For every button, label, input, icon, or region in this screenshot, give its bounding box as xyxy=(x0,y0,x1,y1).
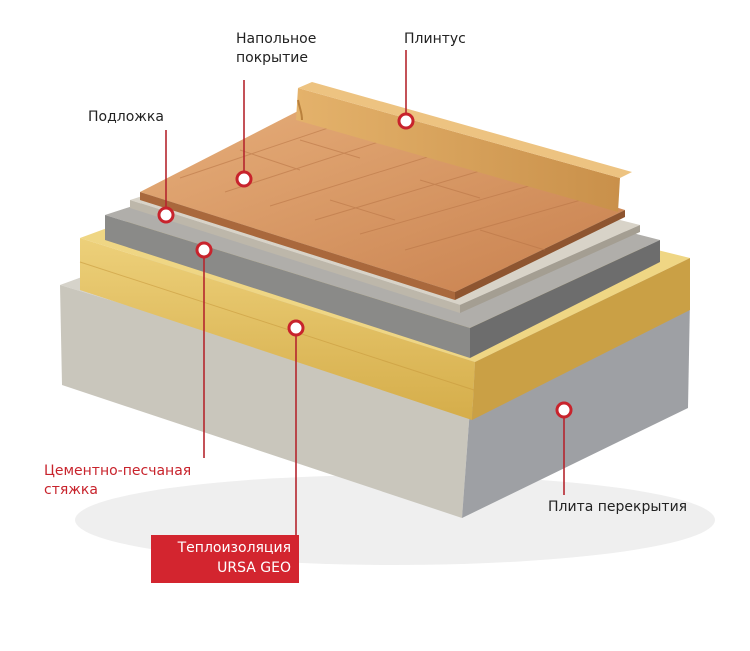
label-plintus: Плинтус xyxy=(404,31,466,47)
label-napolnoe-line2: покрытие xyxy=(236,50,308,66)
label-teploizolyaciya-box: Теплоизоляция URSA GEO xyxy=(151,535,299,583)
parquet-flooring xyxy=(140,110,625,300)
leader-lines xyxy=(165,50,565,535)
label-podlozhka: Подложка xyxy=(88,109,164,125)
label-styazhka-line1: Цементно-песчаная xyxy=(44,463,192,479)
label-teplo-line1: Теплоизоляция xyxy=(177,540,291,556)
marker-styazhka xyxy=(195,241,213,259)
marker-napolnoe xyxy=(235,170,253,188)
marker-plintus xyxy=(397,112,415,130)
marker-teplo xyxy=(287,319,305,337)
marker-podlozhka xyxy=(157,206,175,224)
label-plita-perekrytiya: Плита перекрытия xyxy=(548,499,688,515)
marker-plita xyxy=(555,401,573,419)
label-napolnoe-pokrytie: Напольное покрытие xyxy=(236,30,316,68)
label-napolnoe-line1: Напольное xyxy=(236,31,317,47)
plinth xyxy=(296,82,632,212)
label-teplo-line2: URSA GEO xyxy=(217,560,291,576)
label-styazhka: Цементно-песчаная стяжка xyxy=(44,462,191,500)
marker-dots xyxy=(157,112,573,419)
label-styazhka-line2: стяжка xyxy=(44,482,98,498)
